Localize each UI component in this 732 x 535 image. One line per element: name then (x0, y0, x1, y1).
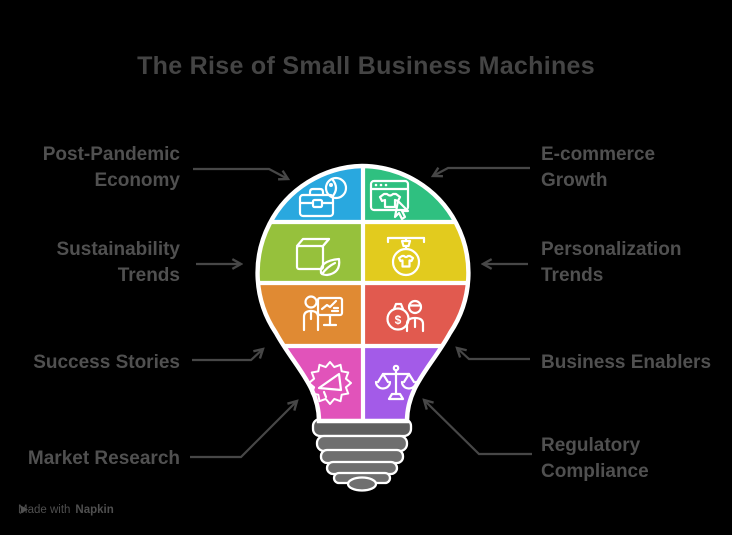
bulb-outline (255, 163, 471, 424)
watermark-made-with: Made with (18, 504, 71, 516)
watermark[interactable]: Made with Napkin (18, 504, 114, 516)
base-ring (315, 434, 409, 453)
connector-arrows (190, 166, 532, 459)
bulb-base (311, 417, 413, 492)
briefcase-globe-icon (298, 176, 348, 218)
scales-icon (374, 364, 418, 401)
money-bag-person-icon: $ (386, 299, 425, 333)
package-leaf-icon (295, 237, 341, 277)
label-market-research: Market Research (27, 448, 180, 469)
arrow-market-research (190, 401, 297, 459)
arrow-success-stories (192, 349, 263, 362)
base-tip (346, 476, 378, 492)
label-regulatory-compliance: Regulatory Compliance (541, 435, 649, 482)
segment-regulatory-compliance (363, 346, 469, 421)
arrow-business-enablers (457, 348, 530, 361)
segment-sustainability-trends (257, 222, 363, 283)
label-sustainability-trends: Sustainability Trends (56, 239, 180, 286)
bulb-segments (257, 166, 469, 421)
napkin-logo-icon (19, 504, 29, 515)
watermark-brand: Napkin (75, 504, 114, 516)
label-personalization-trends: Personalization Trends (541, 239, 682, 286)
presentation-chart-icon (302, 295, 344, 332)
dollar-glyph: $ (395, 313, 402, 327)
label-success-stories: Success Stories (33, 352, 180, 373)
arrow-post-pandemic-economy (193, 167, 288, 179)
segment-personalization-trends (363, 222, 469, 283)
seal-megaphone-icon (308, 361, 352, 405)
label-e-commerce-growth: E-commerce Growth (541, 144, 656, 191)
arrow-e-commerce-growth (433, 166, 530, 176)
drone-delivery-icon (386, 236, 426, 277)
label-business-enablers: Business Enablers (541, 352, 712, 373)
arrow-regulatory-compliance (424, 400, 532, 456)
label-post-pandemic-economy: Post-Pandemic Economy (42, 144, 180, 191)
segment-market-research (257, 346, 363, 421)
diagram-title: The Rise of Small Business Machines (137, 52, 595, 80)
browser-cursor-icon (369, 179, 410, 221)
